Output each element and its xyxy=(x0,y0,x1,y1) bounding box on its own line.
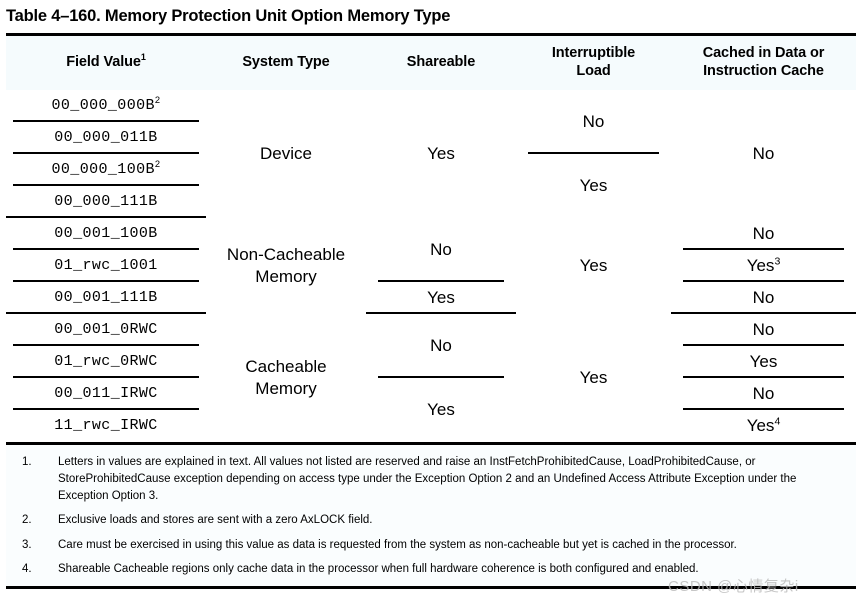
table-row: 00_011_IRWC Yes No xyxy=(6,378,856,419)
interruptible-load-cell: Yes xyxy=(579,368,608,387)
table-row: 01_rwc_1001 Yes3 xyxy=(6,250,856,282)
footnote-number: 1. xyxy=(22,455,32,468)
shareable-cell: Yes xyxy=(427,400,455,419)
footnote-item: 1. Letters in values are explained in te… xyxy=(6,454,856,506)
field-value-cell: 00_000_000B2 xyxy=(6,90,206,122)
footnote-number: 2. xyxy=(22,514,32,527)
interruptible-load-cell: Yes xyxy=(579,256,608,275)
memory-type-table-wrapper: Field Value1 System Type Shareable Inter… xyxy=(6,32,856,445)
table-row: 00_000_011B xyxy=(6,122,856,154)
page-root: Table 4–160. Memory Protection Unit Opti… xyxy=(6,7,856,595)
footnote-number: 3. xyxy=(22,538,32,551)
footnote-marker: 2 xyxy=(154,159,161,170)
field-value-cell: 00_001_100B xyxy=(6,218,206,250)
cached-cell: No xyxy=(671,282,856,314)
interruptible-load-cell: No xyxy=(516,90,671,154)
cached-cell: Yes xyxy=(671,346,856,378)
table-title: Table 4–160. Memory Protection Unit Opti… xyxy=(6,7,451,25)
field-value-cell: 00_000_111B xyxy=(6,186,206,218)
cached-cell: Yes3 xyxy=(671,250,856,282)
table-row: 00_001_111B Yes No xyxy=(6,282,856,314)
footnote-item: 4. Shareable Cacheable regions only cach… xyxy=(6,561,856,578)
footnote-text: Exclusive loads and stores are sent with… xyxy=(58,514,373,527)
shareable-cell: No xyxy=(366,218,516,282)
field-value-cell: 11_rwc_IRWC xyxy=(54,417,158,435)
cached-cell: No xyxy=(671,378,856,410)
table-row: 00_000_111B xyxy=(6,186,856,218)
footnote-text: Letters in values are explained in text.… xyxy=(58,455,797,503)
cached-cell: No xyxy=(671,218,856,250)
table-header-row: Field Value1 System Type Shareable Inter… xyxy=(6,35,856,90)
memory-type-table: Field Value1 System Type Shareable Inter… xyxy=(6,35,856,442)
footnote-text: Care must be exercised in using this val… xyxy=(58,538,737,551)
table-header: Field Value1 System Type Shareable Inter… xyxy=(6,35,856,90)
footnotes-section: 1. Letters in values are explained in te… xyxy=(6,444,856,590)
shareable-cell: Yes xyxy=(427,144,455,163)
system-type-cell: Device xyxy=(260,144,312,163)
footnote-item: 3. Care must be exercised in using this … xyxy=(6,537,856,554)
footnote-text: Shareable Cacheable regions only cache d… xyxy=(58,562,699,575)
field-value-cell: 01_rwc_1001 xyxy=(6,250,206,282)
table-row: 00_000_100B2 Yes xyxy=(6,154,856,195)
field-value-cell: 01_rwc_0RWC xyxy=(6,346,206,378)
table-row: 11_rwc_IRWC Yes4 xyxy=(6,410,856,442)
shareable-cell: Yes xyxy=(366,282,516,314)
field-value-cell: 00_000_100B2 xyxy=(6,154,206,186)
field-value-cell: 00_000_011B xyxy=(6,122,206,154)
column-header-system-type: System Type xyxy=(242,53,330,70)
column-header-shareable: Shareable xyxy=(406,53,476,70)
table-row: 01_rwc_0RWC Yes xyxy=(6,346,856,378)
column-header-field-value: Field Value1 xyxy=(66,52,146,70)
footnote-number: 4. xyxy=(22,562,32,575)
cached-cell: No xyxy=(671,314,856,346)
cached-cell: No xyxy=(752,144,775,163)
shareable-cell: No xyxy=(366,314,516,378)
footnote-marker: 2 xyxy=(154,95,161,106)
table-row: 00_000_000B2 Device Yes No No xyxy=(6,90,856,163)
footnote-marker: 1 xyxy=(140,52,146,63)
footnote-marker: 3 xyxy=(774,255,781,268)
cached-cell: Yes4 xyxy=(746,415,781,435)
footnote-item: 2. Exclusive loads and stores are sent w… xyxy=(6,512,856,529)
table-body: 00_000_000B2 Device Yes No No 00_000_011… xyxy=(6,90,856,442)
interruptible-load-cell: Yes xyxy=(579,176,608,195)
field-value-cell: 00_011_IRWC xyxy=(6,378,206,410)
field-value-cell: 00_001_111B xyxy=(6,282,206,314)
field-value-cell: 00_001_0RWC xyxy=(6,314,206,346)
footnote-marker: 4 xyxy=(774,415,781,428)
